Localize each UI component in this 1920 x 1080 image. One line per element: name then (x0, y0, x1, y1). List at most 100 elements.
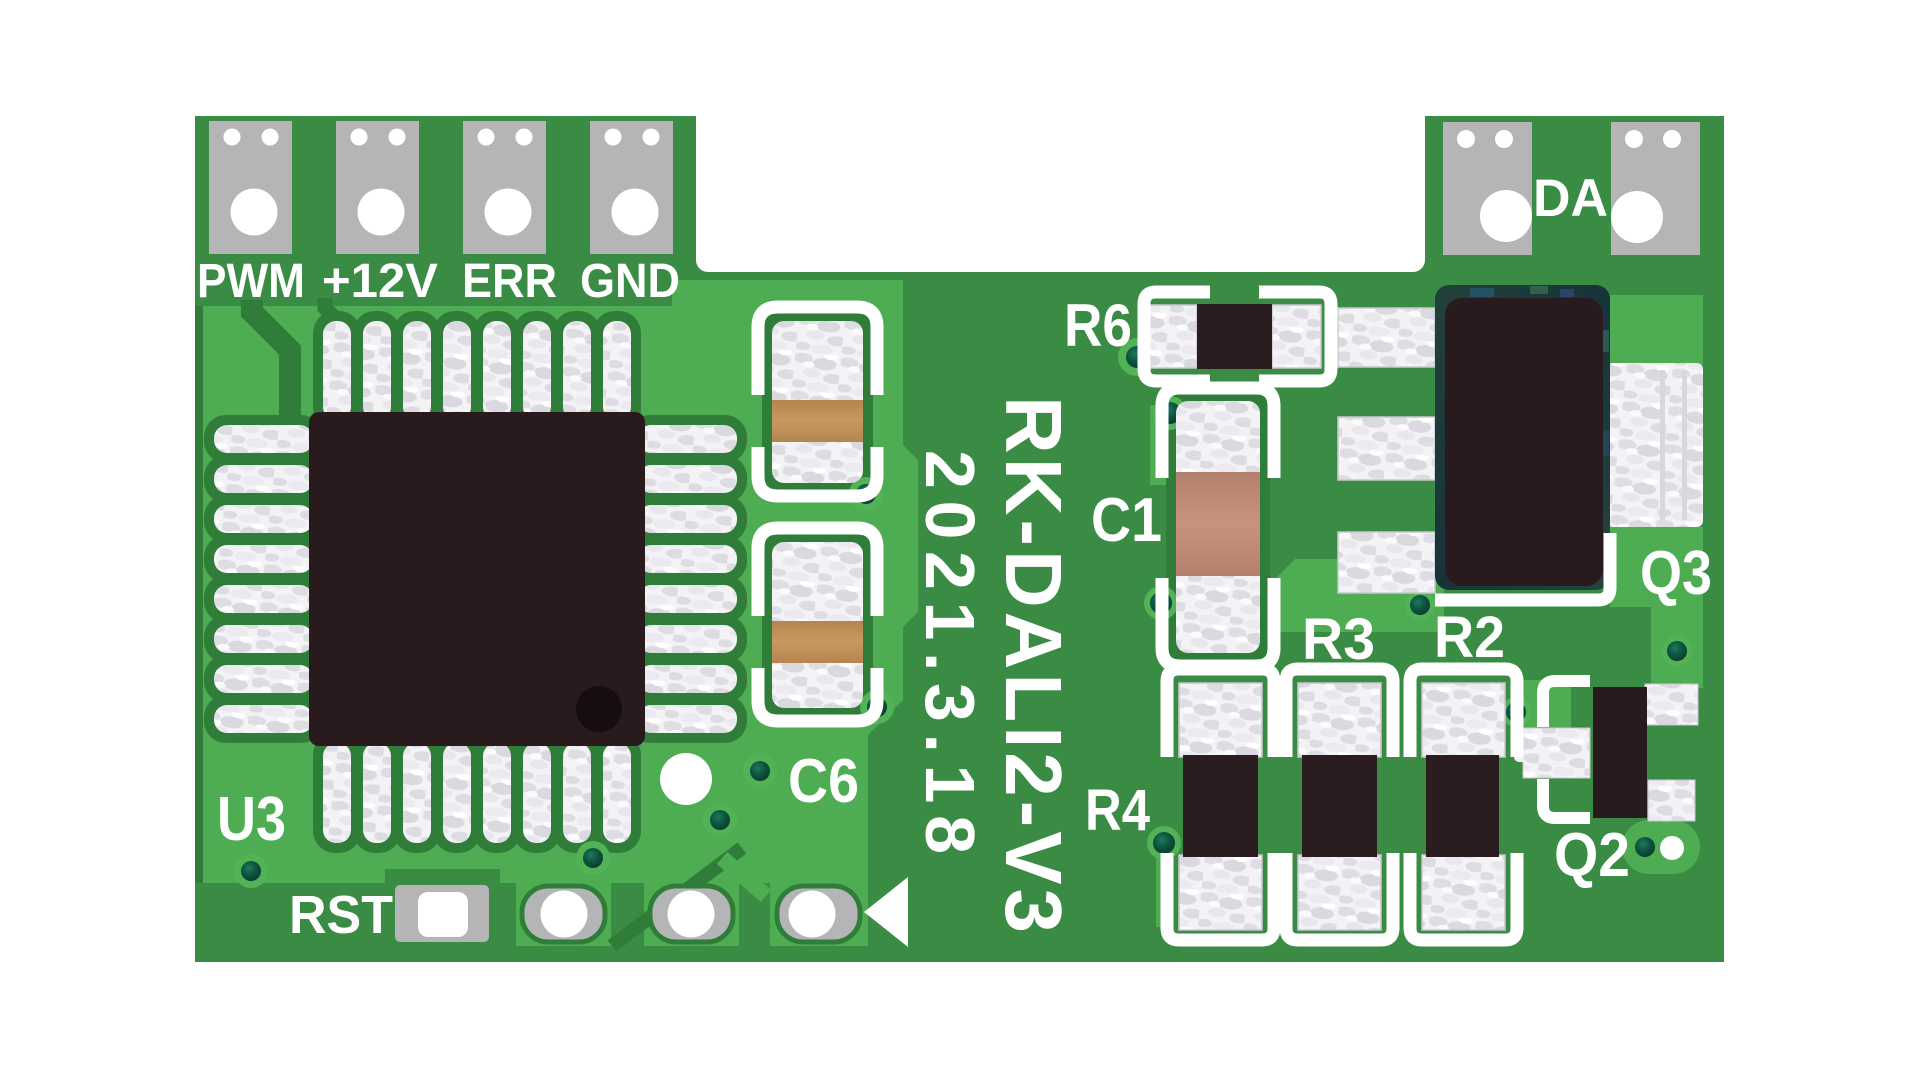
q3-tab-pad (1607, 363, 1703, 527)
silk-labels: PWM +12V ERR GND DA U3 RST C6 R6 C1 R4 R… (197, 169, 1712, 945)
pad-12v (336, 121, 419, 254)
via-hole (1667, 641, 1687, 661)
capacitor-c1 (1176, 401, 1260, 653)
resistor-r2 (1421, 682, 1506, 931)
ic-pin (214, 585, 313, 613)
via-white (660, 753, 712, 805)
ic-pin (214, 705, 313, 733)
bracket-r4-top (1160, 662, 1281, 757)
pad-da-1 (1443, 122, 1532, 255)
bracket-q2-top (1537, 675, 1590, 727)
ic-pin (214, 545, 313, 573)
label-model: RK-DALI2-V3 (989, 396, 1078, 933)
label-q3: Q3 (1640, 539, 1712, 608)
bracket-q2-bottom (1537, 779, 1590, 824)
ic-pin (638, 465, 737, 493)
ic-pin (214, 465, 313, 493)
connector-pads (209, 121, 1700, 945)
pad-oval-3 (774, 883, 863, 945)
ic-pin (638, 665, 737, 693)
bracket-r3-bottom (1279, 853, 1400, 947)
q3-edge-specks (1470, 286, 1609, 456)
ic-pin (638, 705, 737, 733)
bracket-r3-top (1279, 662, 1400, 757)
label-pwm: PWM (197, 255, 305, 308)
resistor-r4 (1178, 682, 1263, 931)
pad-oval-1 (519, 883, 608, 945)
q2-pill-hole (1660, 836, 1684, 860)
channel-a (241, 300, 301, 430)
ic-pin (523, 321, 551, 420)
u3-pins (214, 321, 737, 843)
ic-pin (363, 743, 391, 843)
label-c6: C6 (788, 747, 859, 816)
pour-q3-right-bottom (1610, 527, 1703, 607)
label-r3: R3 (1302, 607, 1375, 672)
via-hole (1410, 595, 1430, 615)
bracket-c6b-bottom (751, 668, 884, 728)
pad-gnd (590, 121, 673, 254)
ic-pin (638, 425, 737, 453)
ic-pin (563, 321, 591, 420)
bracket-c6a-bottom (751, 447, 884, 503)
direction-triangle (864, 877, 908, 947)
pad-da-2 (1611, 122, 1700, 255)
ic-pin (603, 743, 631, 843)
q3-pad-left-2 (1337, 416, 1436, 481)
via-hole (583, 848, 603, 868)
bracket-r6-right (1259, 285, 1338, 388)
u3-body (309, 412, 645, 746)
pad-err (463, 121, 546, 254)
ic-pin (214, 665, 313, 693)
via-hole (710, 810, 730, 830)
ic-pin (638, 505, 737, 533)
ic-pin (403, 321, 431, 420)
ic-pin (638, 625, 737, 653)
label-c1: C1 (1091, 486, 1162, 555)
ic-pin (323, 743, 351, 843)
trace-pad4-diagonal (716, 851, 772, 903)
q2-body (1593, 687, 1647, 818)
ic-pin (443, 743, 471, 843)
bracket-c1-top (1155, 381, 1281, 478)
ic-pin (638, 585, 737, 613)
label-gnd: GND (580, 255, 680, 308)
ic-pin (638, 545, 737, 573)
bracket-c6a-top (751, 300, 884, 395)
q3-pad-left-3 (1337, 531, 1436, 594)
ic-pin (214, 505, 313, 533)
ic-pin (483, 743, 511, 843)
transistor-q2 (1514, 683, 1699, 822)
bracket-c6b-top (751, 521, 884, 616)
label-12v: +12V (322, 255, 438, 308)
ic-pin (483, 321, 511, 420)
bracket-r6-left (1137, 285, 1210, 388)
transistor-q3 (1337, 285, 1703, 594)
ic-pin (563, 743, 591, 843)
bracket-r4-bottom (1160, 853, 1281, 947)
ic-pin (443, 321, 471, 420)
ic-pin (214, 425, 313, 453)
ic-u3 (214, 321, 737, 843)
q2-pad-right-1 (1644, 683, 1699, 726)
label-r6: R6 (1064, 292, 1132, 359)
label-da: DA (1533, 169, 1608, 228)
ic-pin (214, 625, 313, 653)
capacitor-c6-b (772, 542, 863, 708)
label-r2: R2 (1434, 605, 1505, 670)
pad-oval-2 (647, 883, 736, 945)
via-hole (1153, 832, 1175, 854)
ic-pin (403, 743, 431, 843)
q3-body (1445, 298, 1603, 586)
q2-pad-left (1522, 727, 1591, 779)
pad-pwm (209, 121, 292, 254)
via-hole (1635, 837, 1655, 857)
bracket-r2-top (1403, 662, 1524, 757)
resistor-r3 (1297, 682, 1382, 931)
silk-brackets (751, 285, 1617, 947)
resistor-r6 (1147, 304, 1322, 369)
ic-pin (603, 321, 631, 420)
label-u3: U3 (217, 785, 286, 854)
label-r4: R4 (1085, 778, 1150, 843)
